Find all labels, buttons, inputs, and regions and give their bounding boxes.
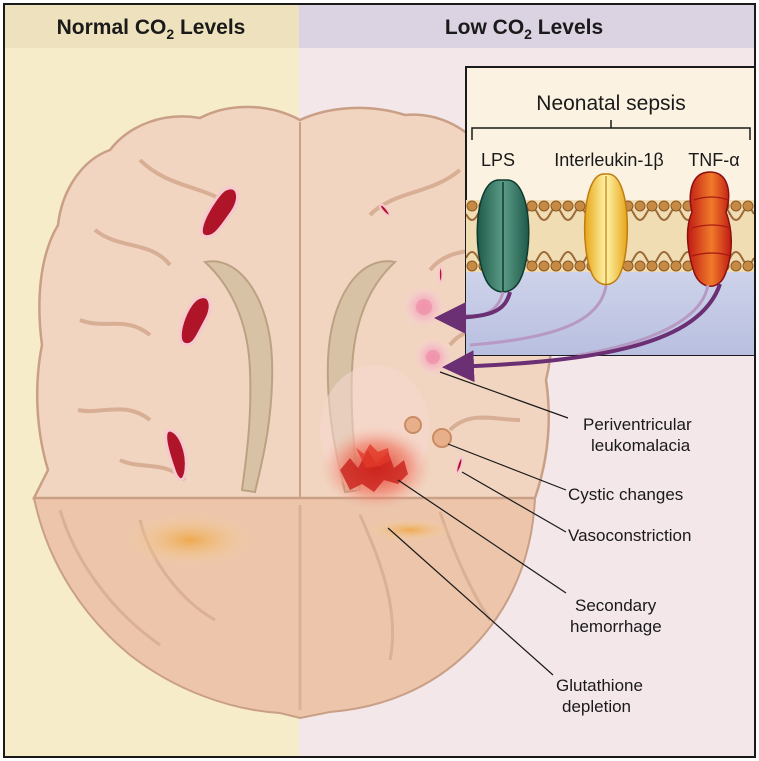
label-glutathione-line2: depletion <box>562 697 631 716</box>
receptor-label-tnf: TNF-α <box>688 150 739 170</box>
label-hemorrhage-line2: hemorrhage <box>570 617 662 636</box>
inset-panel: Neonatal sepsis LPS Interleukin-1β TNF-α <box>456 67 755 362</box>
hemorrhage <box>320 426 432 510</box>
receptor-label-lps: LPS <box>481 150 515 170</box>
label-cystic: Cystic changes <box>568 485 683 504</box>
normal-header: Normal CO2 Levels <box>57 16 246 42</box>
label-glutathione-line1: Glutathione <box>556 676 643 695</box>
label-pvl-line2: leukomalacia <box>591 436 691 455</box>
label-hemorrhage-line1: Secondary <box>575 596 657 615</box>
receptor-label-il1b: Interleukin-1β <box>554 150 663 170</box>
label-pvl-line1: Periventricular <box>583 415 692 434</box>
inset-title: Neonatal sepsis <box>536 92 685 115</box>
label-vasoconstriction: Vasoconstriction <box>568 526 691 545</box>
low-header: Low CO2 Levels <box>445 16 603 42</box>
